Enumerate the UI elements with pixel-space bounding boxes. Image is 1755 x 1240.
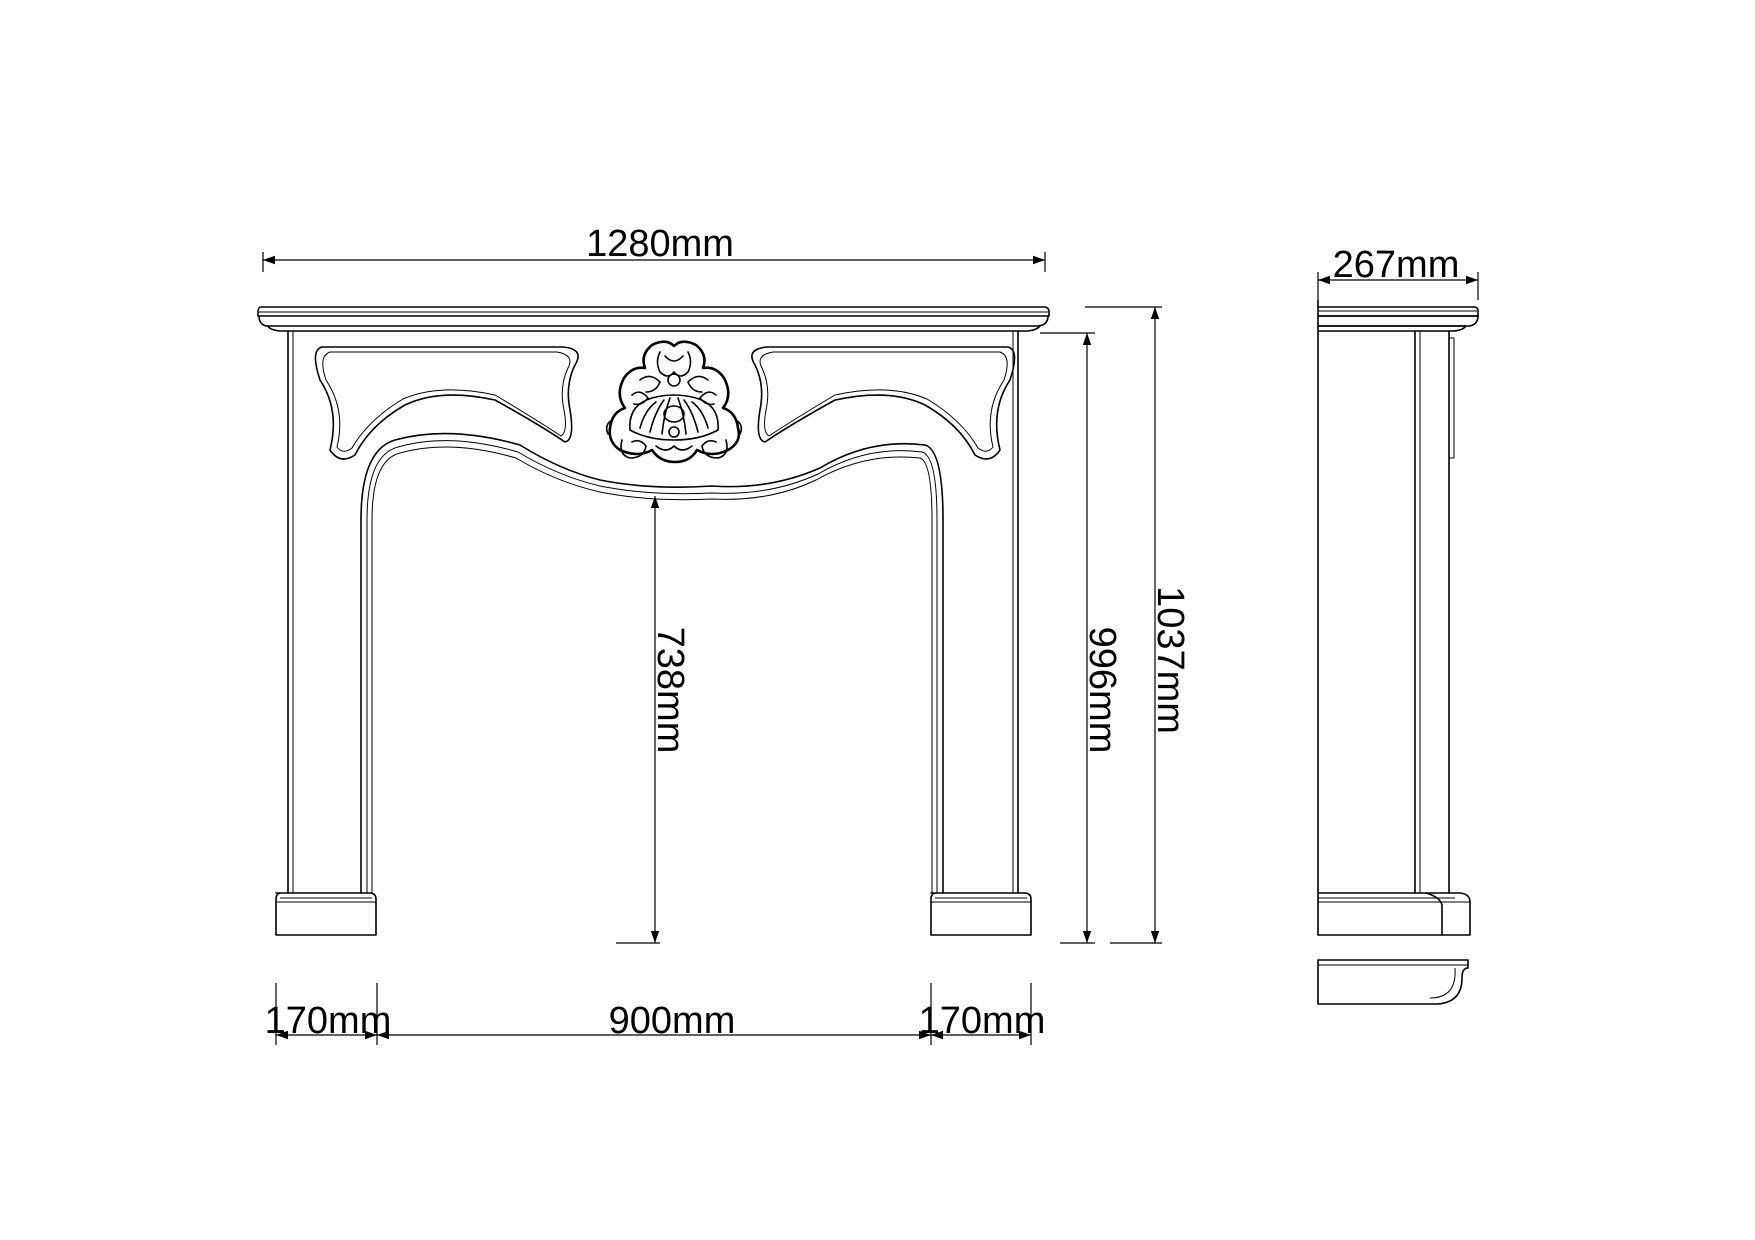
overall-width-label: 1280mm [586, 223, 734, 265]
front-view [257, 306, 1050, 936]
opening-height-label: 738mm [649, 627, 691, 754]
right-plinth [930, 892, 1032, 936]
depth-label: 267mm [1333, 244, 1460, 286]
right-panel [751, 346, 1016, 460]
mantel-shelf [257, 306, 1050, 332]
dimension-total-height: 1037mm [1085, 306, 1191, 944]
plinth-profile-section [1317, 959, 1469, 1005]
dimension-opening-height: 738mm [616, 496, 691, 944]
left-plinth [275, 892, 377, 936]
leg-height-label: 996mm [1081, 627, 1123, 754]
central-ornament [605, 340, 743, 464]
opening-width-label: 900mm [609, 1000, 736, 1042]
side-view [1317, 299, 1479, 1005]
dimension-overall-width: 1280mm [262, 223, 1046, 272]
right-leg-width-label: 170mm [919, 1000, 1046, 1042]
frieze-and-legs [287, 330, 1019, 894]
total-height-label: 1037mm [1149, 586, 1191, 734]
dimension-bottom-widths: 170mm 900mm 170mm [265, 983, 1046, 1045]
dimension-leg-height: 996mm [1040, 332, 1123, 944]
left-panel [314, 346, 579, 460]
dimension-depth: 267mm [1317, 244, 1479, 300]
left-leg-width-label: 170mm [265, 1000, 392, 1042]
